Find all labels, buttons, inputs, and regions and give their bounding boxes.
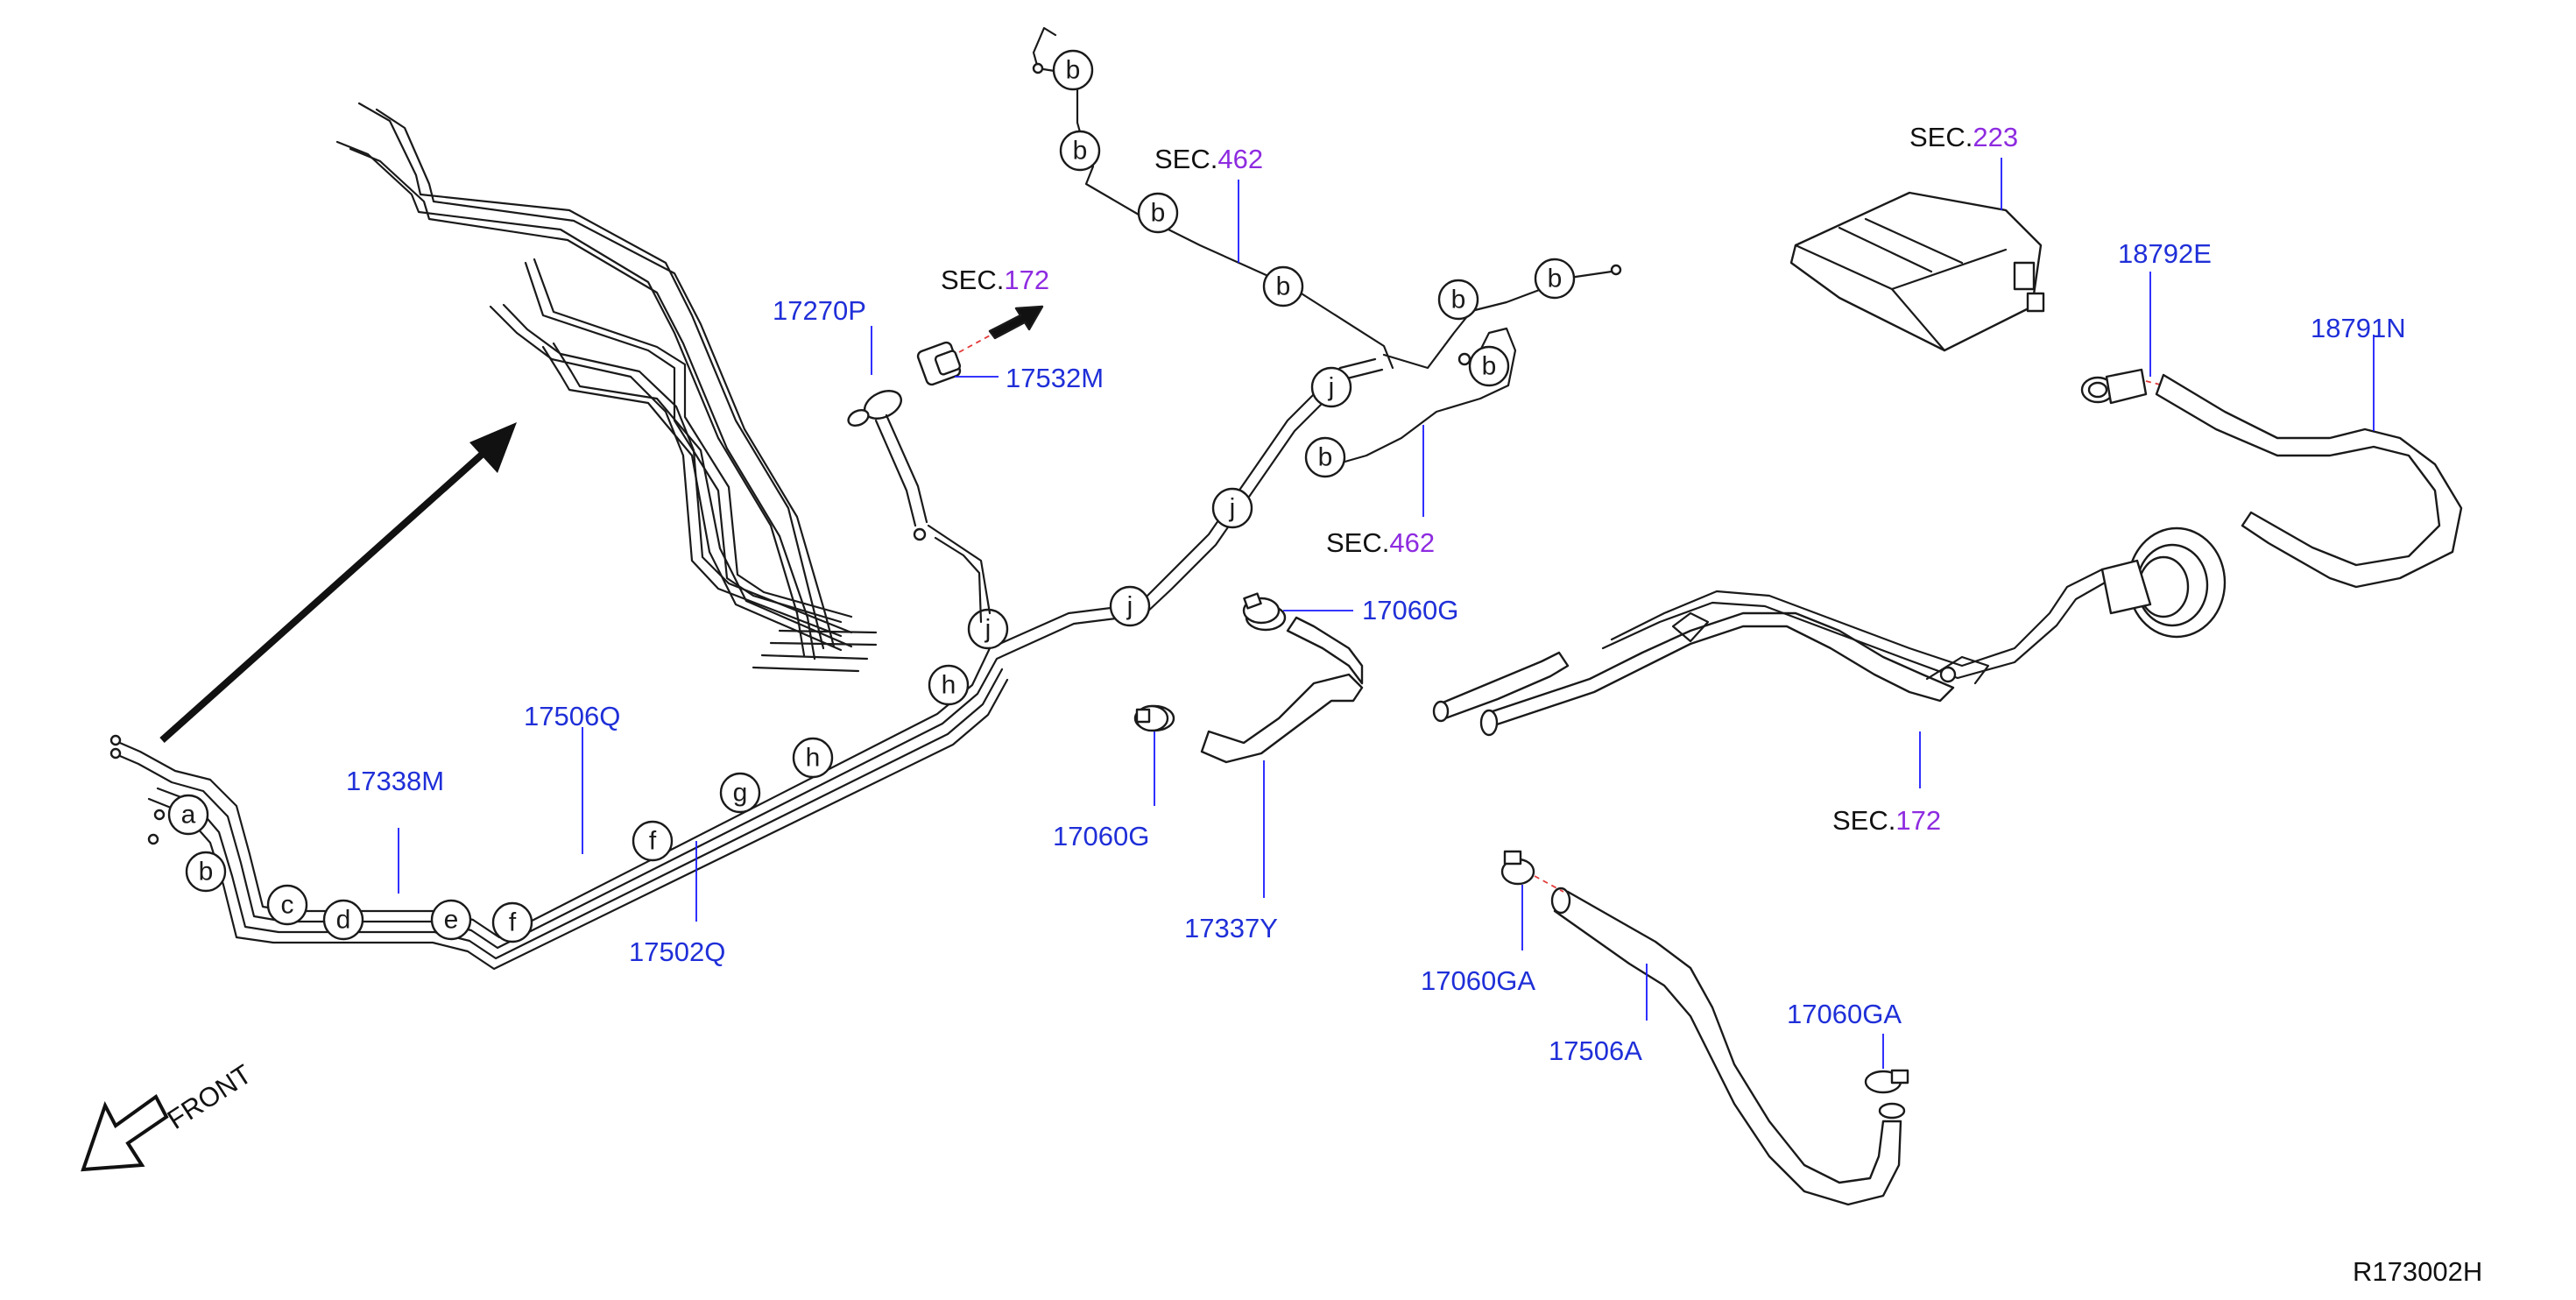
clamp-17060G-bottom: [1134, 704, 1169, 732]
label-17506A: 17506A: [1549, 1035, 1642, 1066]
label-17060GA-right: 17060GA: [1787, 999, 1902, 1029]
clip-j-1: j: [967, 608, 1009, 650]
clip-b-label: b: [1276, 272, 1291, 301]
clip-j-3: j: [1211, 487, 1253, 529]
clip-h-upper: h: [928, 664, 970, 706]
clip-b-1: b: [1052, 49, 1094, 91]
clip-f-upper: f: [632, 820, 674, 862]
clip-f-lower: f: [491, 901, 533, 943]
clip-b-7: b: [1468, 345, 1510, 387]
clip-h-label: h: [806, 744, 821, 773]
sec-ref-172-top: SEC.172: [941, 265, 1049, 295]
front-indicator: FRONT: [81, 1058, 258, 1172]
clip-b-8: b: [1304, 436, 1346, 478]
label-17060G-top: 17060G: [1362, 595, 1458, 625]
clip-g: g: [719, 772, 761, 814]
sec-ref-462-top: SEC.462: [1154, 144, 1263, 174]
clip-b-front: b: [185, 851, 227, 893]
clamp-17060GA-left: [1500, 850, 1564, 893]
filler-tube: [1432, 568, 2108, 737]
clip-b-label: b: [1482, 352, 1497, 381]
clip-j-2: j: [1109, 585, 1151, 627]
clip-c-label: c: [281, 891, 294, 920]
label-17532M: 17532M: [1006, 363, 1104, 393]
clip-d: d: [322, 899, 364, 941]
clip-j-label: j: [1126, 592, 1133, 621]
filler-neck-seal: [2100, 526, 2227, 639]
clip-j-4: j: [1310, 366, 1352, 408]
clip-b-4: b: [1262, 265, 1304, 307]
hose-18791N: [2155, 373, 2463, 589]
clip-b-label: b: [1318, 443, 1333, 472]
hose-17337Y: [1133, 604, 1364, 764]
fitting-18792E: [2080, 368, 2164, 405]
label-17502Q: 17502Q: [629, 936, 725, 967]
hose-17270P: [847, 390, 992, 624]
label-17270P: 17270P: [773, 295, 866, 326]
clip-b-label: b: [1451, 286, 1466, 314]
clip-b-label: b: [1066, 56, 1081, 85]
clip-d-label: d: [336, 906, 351, 935]
clamp-17060G-top: [1242, 592, 1281, 625]
label-18792E: 18792E: [2118, 238, 2212, 269]
clip-b-3: b: [1137, 192, 1179, 234]
label-17506Q: 17506Q: [524, 701, 620, 731]
clip-b-label: b: [1548, 265, 1563, 293]
clip-a-label: a: [181, 801, 196, 830]
clip-b-label: b: [1151, 199, 1166, 228]
upper-tube-bundle: [335, 102, 878, 673]
clip-f-label: f: [509, 908, 517, 937]
clip-g-label: g: [733, 779, 748, 808]
front-tube-ends: [109, 734, 166, 845]
clip-c: c: [266, 884, 308, 926]
evap-canister: [1789, 191, 2045, 352]
clip-b-6: b: [1534, 258, 1576, 300]
label-18791N: 18791N: [2311, 313, 2406, 343]
lower-tube-bundle: [112, 357, 1384, 971]
front-label: FRONT: [162, 1058, 258, 1135]
clip-j-label: j: [1328, 373, 1335, 402]
leader-lines: [398, 158, 2375, 1069]
clip-b-2: b: [1059, 130, 1101, 172]
sec-ref-462-mid: SEC.462: [1326, 527, 1435, 558]
label-17060GA-left: 17060GA: [1421, 965, 1535, 996]
hose-17506A: [1550, 887, 1906, 1206]
clip-a: a: [167, 794, 209, 836]
clip-b-5: b: [1437, 279, 1479, 321]
clip-h-lower: h: [792, 737, 834, 779]
clip-e-label: e: [444, 906, 459, 935]
sensor-17532M: [916, 305, 1044, 386]
label-17060G-bottom: 17060G: [1053, 821, 1149, 851]
clip-f-label: f: [649, 827, 657, 856]
label-17338M: 17338M: [346, 766, 444, 796]
clamp-17060GA-right: [1864, 1069, 1909, 1094]
clip-b-label: b: [199, 858, 214, 887]
clip-b-label: b: [1073, 137, 1088, 166]
clip-h-label: h: [942, 671, 956, 700]
label-17337Y: 17337Y: [1184, 913, 1278, 943]
sec-ref-172-bottom: SEC.172: [1832, 805, 1941, 836]
clip-j-label: j: [1229, 494, 1236, 523]
clip-j-label: j: [985, 615, 992, 644]
sec-ref-223: SEC.223: [1909, 122, 2018, 152]
clip-e: e: [430, 899, 472, 941]
direction-arrow: [159, 422, 517, 743]
diagram-id: R173002H: [2353, 1256, 2482, 1287]
